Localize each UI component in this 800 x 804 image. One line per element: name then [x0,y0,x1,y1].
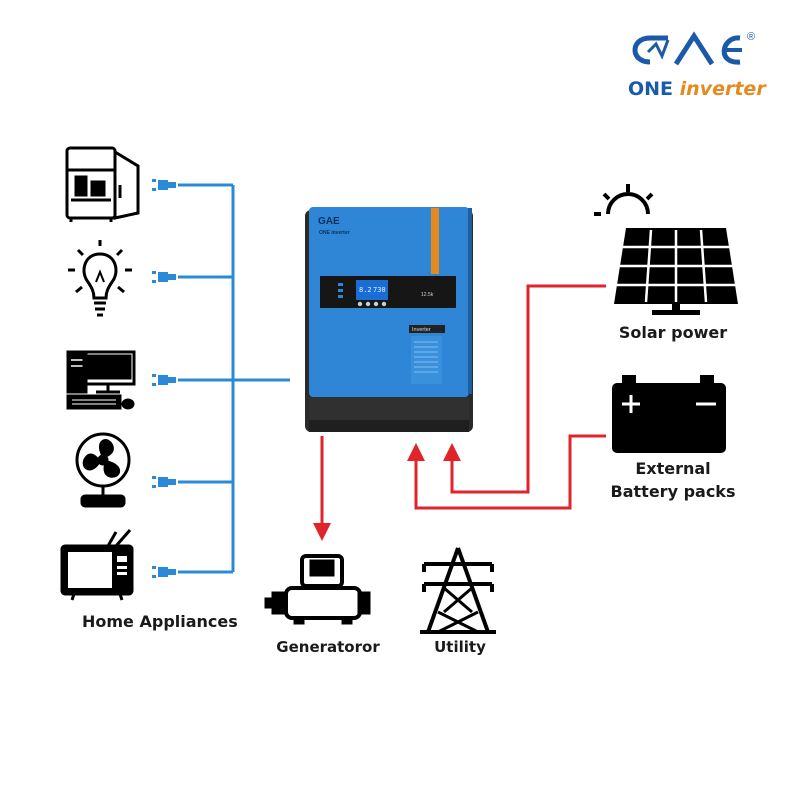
television-icon [60,529,134,601]
utility-label: Utility [434,638,486,656]
lcd-right-value: 730 [373,286,386,294]
plug-icon [152,179,176,578]
fan-icon [75,432,131,508]
battery-packs-label: Battery packs [610,482,736,501]
inverter-panel-label: Inverter [412,327,431,333]
lcd-screen [356,280,388,300]
generator-icon [264,554,371,625]
solar-panel-icon [594,184,738,315]
registered-mark: ® [747,31,755,43]
solar-power-label: Solar power [618,323,728,342]
lcd-left-value: 8.2 [359,286,372,294]
ac-wiring [178,183,290,574]
home-appliances-label: Home Appliances [82,612,238,631]
computer-icon [66,350,136,410]
external-label: External [635,459,711,478]
inverter-logo: GAE [318,216,340,227]
inverter-unit: GAE ONE inverter Inverter 12.5k 8.2 730 [305,207,473,432]
brand-wordmark: ONE inverter [628,78,773,100]
dc-wiring [313,284,606,541]
inverter-model: 12.5k [421,292,434,298]
refrigerator-icon [65,146,140,222]
light-bulb-icon [68,240,132,317]
generator-label: Generatoror [276,638,380,656]
orange-stripe [431,208,439,274]
car-battery-icon [612,375,726,453]
power-tower-icon [420,547,496,634]
brand-logo: ® [632,31,755,66]
inverter-brand-line: ONE inverter [319,230,350,236]
brand-name-inverter: inverter [679,78,766,100]
brand-name-one: ONE [628,78,674,100]
